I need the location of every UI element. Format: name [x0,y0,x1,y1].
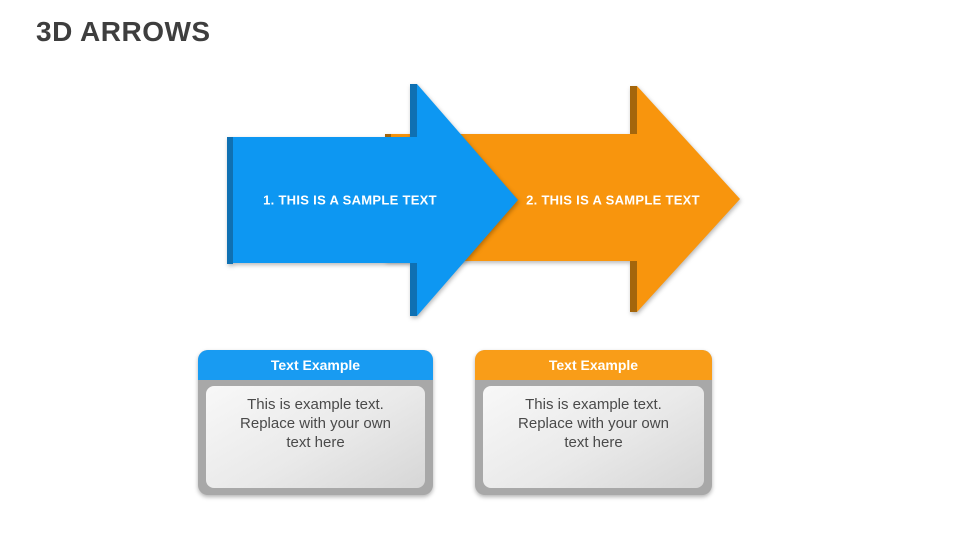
card-2-body-line: This is example text. [525,396,662,413]
card-1-header[interactable]: Text Example [198,350,433,380]
slide-title: 3D ARROWS [36,16,211,47]
arrow-1-body-side-edge [227,137,233,264]
text-example-card-1[interactable]: Text Example This is example text. Repla… [198,350,433,495]
arrow-1-shape[interactable] [233,84,518,316]
card-1-body-line: text here [286,434,345,451]
arrow-1-group [227,84,518,316]
arrow-1-label[interactable]: 1. THIS IS A SAMPLE TEXT [263,192,437,208]
arrow-2-label[interactable]: 2. THIS IS A SAMPLE TEXT [526,192,700,208]
card-2-body-line: Replace with your own [518,415,669,432]
card-2-body-panel[interactable]: This is example text. Replace with your … [483,386,704,488]
card-1-body-line: This is example text. [247,396,384,413]
text-example-card-2[interactable]: Text Example This is example text. Repla… [475,350,712,495]
arrow-2-shape[interactable] [391,86,740,312]
card-2-body-line: text here [564,434,623,451]
card-1-body-line: Replace with your own [240,415,391,432]
card-2-header[interactable]: Text Example [475,350,712,380]
card-1-body-panel[interactable]: This is example text. Replace with your … [206,386,425,488]
